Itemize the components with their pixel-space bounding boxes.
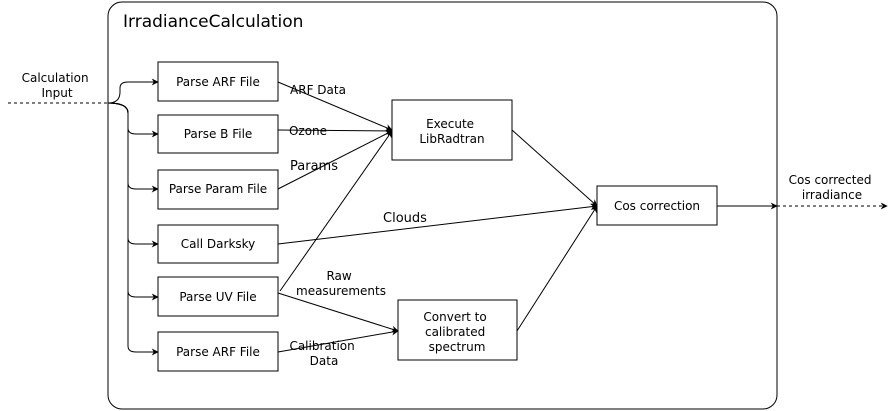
node-parse-arf-file-2[interactable]: Parse ARF File (157, 331, 279, 372)
edge-uv-to-libradtran (279, 130, 393, 292)
edge-label-calibration-data: Calibration Data (289, 339, 358, 368)
edge-raw-measurements (277, 292, 399, 333)
svg-text:Parse UV File: Parse UV File (179, 290, 256, 304)
svg-text:Parse Param File: Parse Param File (169, 182, 267, 196)
svg-text:Parse ARF File: Parse ARF File (176, 345, 260, 359)
input-label: Calculation Input (22, 71, 93, 100)
svg-text:Call Darksky: Call Darksky (181, 237, 256, 251)
edge-label-arf-data: ARF Data (290, 83, 346, 97)
node-parse-param-file[interactable]: Parse Param File (157, 169, 279, 210)
svg-text:Parse B File: Parse B File (184, 127, 253, 141)
edge-label-raw-measurements: Raw measurements (296, 269, 386, 298)
edge-label-clouds: Clouds (383, 211, 427, 226)
edge-convert-to-cos (516, 205, 598, 332)
svg-text:Execute LibRadtran: Execute LibRadtran (419, 117, 484, 146)
edge-labels: ARF Data Ozone Params Clouds Raw measure… (289, 83, 427, 368)
output-label: Cos corrected irradiance (789, 173, 876, 202)
node-execute-libradtran[interactable]: Execute LibRadtran (391, 99, 513, 161)
node-cos-correction[interactable]: Cos correction (596, 185, 718, 226)
edge-ozone (277, 127, 393, 135)
svg-text:Convert to calibrated: Convert to calibrated spectrum (423, 310, 490, 354)
edge-label-params: Params (290, 159, 338, 174)
edge-params (277, 130, 393, 190)
node-parse-b-file[interactable]: Parse B File (157, 114, 279, 154)
edges (8, 78, 888, 356)
svg-text:Parse ARF File: Parse ARF File (176, 75, 260, 89)
edge-fanout-parse-arf-2 (107, 102, 159, 356)
node-convert-to-calibrated-spectrum[interactable]: Convert to calibrated spectrum (397, 299, 518, 361)
edge-arf-data (277, 81, 393, 131)
node-parse-uv-file[interactable]: Parse UV File (157, 276, 279, 317)
svg-text:Cos correction: Cos correction (614, 199, 700, 213)
edge-clouds (277, 203, 598, 245)
edge-libradtran-to-cos (511, 129, 598, 207)
node-call-darksky[interactable]: Call Darksky (157, 224, 279, 264)
edge-label-ozone: Ozone (289, 124, 327, 138)
edge-calibration-data (277, 328, 399, 353)
node-parse-arf-file-1[interactable]: Parse ARF File (157, 61, 279, 102)
container-title: IrradianceCalculation (123, 12, 303, 32)
edge-fanout-parse-arf-1 (107, 78, 159, 104)
